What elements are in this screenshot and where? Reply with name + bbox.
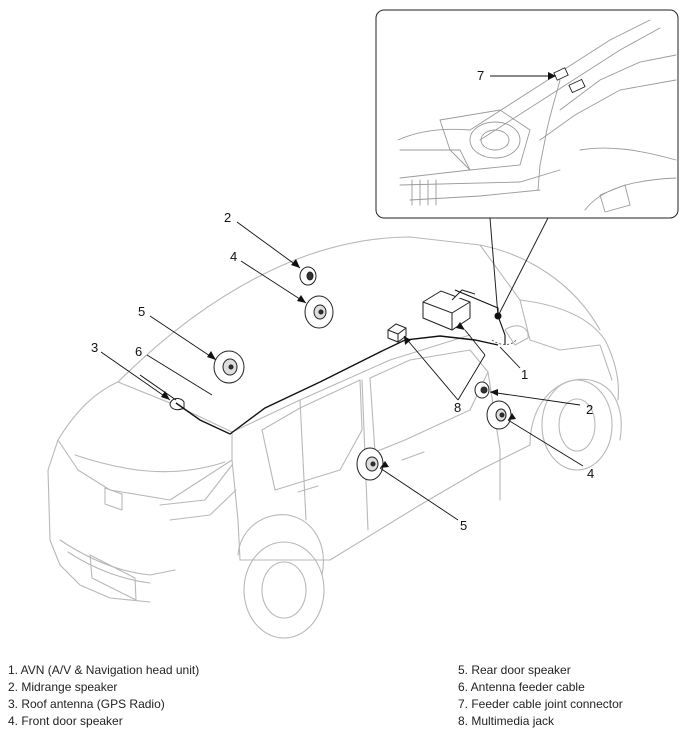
multimedia-jack xyxy=(387,323,407,343)
leader-lines xyxy=(100,75,584,521)
leader-line-8-to-avn xyxy=(457,354,486,401)
legend-item-multimedia-jack: 8. Multimedia jack xyxy=(458,714,555,728)
callout-7: 7 xyxy=(477,68,484,83)
callout-2-top: 2 xyxy=(224,210,231,225)
legend-item-roof-antenna: 3. Roof antenna (GPS Radio) xyxy=(8,697,165,711)
speaker-midrange-front xyxy=(474,381,490,399)
speaker-front-door xyxy=(486,400,512,430)
leader-line-avn xyxy=(464,329,486,356)
speaker-midrange-rear xyxy=(299,266,317,286)
callout-4-top: 4 xyxy=(230,249,237,264)
speaker-rear-door-shelf xyxy=(213,350,245,384)
callout-3: 3 xyxy=(91,340,98,355)
legend-item-antenna-feeder-cable: 6. Antenna feeder cable xyxy=(458,680,585,694)
joint-connector-dot xyxy=(494,312,502,320)
callout-6: 6 xyxy=(135,344,142,359)
car-body-outline xyxy=(47,236,622,639)
legend-right-column: 5. Rear door speaker 6. Antenna feeder c… xyxy=(458,662,623,730)
legend-item-feeder-cable-joint-connector: 7. Feeder cable joint connector xyxy=(458,697,623,711)
legend-item-rear-door-speaker: 5. Rear door speaker xyxy=(458,663,571,677)
avn-head-unit xyxy=(422,289,476,331)
callout-5-top: 5 xyxy=(138,304,145,319)
callout-1: 1 xyxy=(521,367,528,382)
speaker-front-door-rear-shelf xyxy=(304,295,334,329)
legend-item-midrange-speaker: 2. Midrange speaker xyxy=(8,680,118,694)
antenna-feeder-cable xyxy=(175,335,499,435)
speaker-rear-door xyxy=(356,447,384,481)
callout-4-right: 4 xyxy=(587,466,594,481)
arrowheads xyxy=(161,72,556,468)
callout-2-right: 2 xyxy=(586,402,593,417)
feeder-cable-joint-connector xyxy=(553,67,586,94)
car-audio-system-diagram: 2 4 5 3 6 7 1 2 4 5 8 xyxy=(47,9,679,639)
legend-item-front-door-speaker: 4. Front door speaker xyxy=(8,714,123,728)
inset-connector-detail xyxy=(375,9,679,317)
legend-item-avn: 1. AVN (A/V & Navigation head unit) xyxy=(8,663,200,677)
legend-left-column: 1. AVN (A/V & Navigation head unit) 2. M… xyxy=(8,662,199,730)
callout-5-bottom: 5 xyxy=(460,518,467,533)
callout-8: 8 xyxy=(454,400,461,415)
